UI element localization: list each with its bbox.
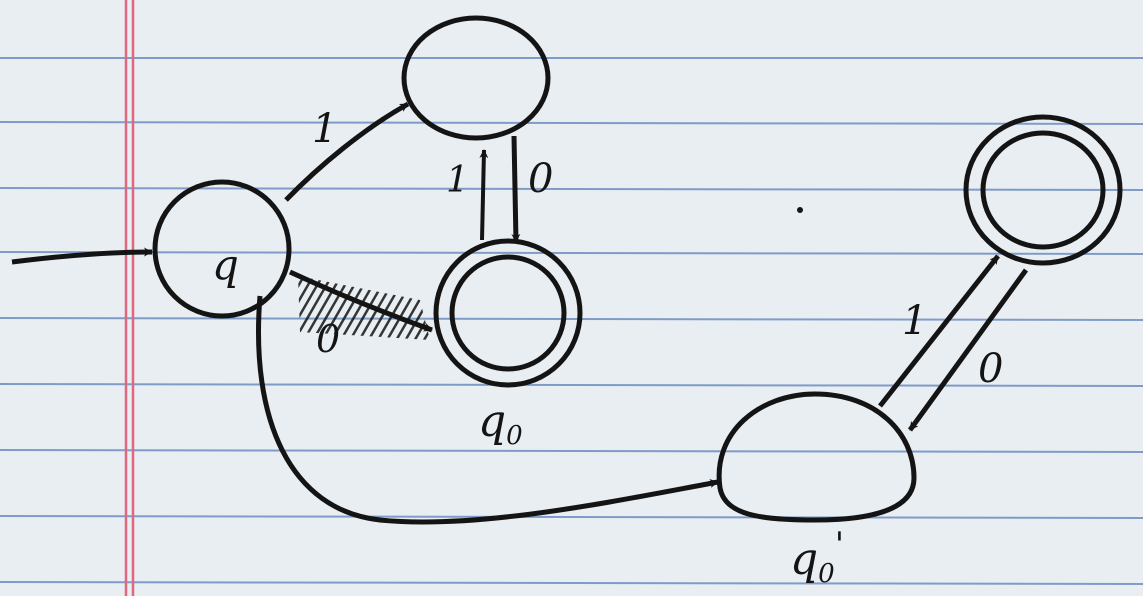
transition-label-0: 0	[528, 156, 553, 202]
state-q: q	[152, 179, 292, 319]
transition-q-to-top: 1	[284, 101, 410, 202]
state-q0-label: q0	[478, 396, 523, 451]
notebook-rules	[0, 57, 1143, 585]
transition-label-1-far: 1	[902, 298, 927, 344]
state-top	[401, 15, 551, 141]
transition-q0-to-top: 1	[446, 149, 489, 241]
transition-far-to-q0-prime: 0	[907, 268, 1029, 432]
stray-mark	[797, 207, 803, 213]
state-far-accepting	[963, 114, 1123, 266]
transition-q0-prime-to-far: 1	[878, 254, 1000, 408]
state-q0-prime-label: q0'	[790, 525, 844, 589]
transition-label-1: 1	[312, 106, 337, 152]
transition-label-1-return: 1	[446, 160, 469, 201]
transition-label-0-far: 0	[978, 346, 1003, 392]
state-q-label: q	[212, 240, 239, 289]
start-arrow	[11, 247, 153, 265]
struck-label-0: 0	[316, 317, 340, 361]
margin-line	[124, 0, 135, 596]
state-q0-prime: q0'	[716, 391, 917, 589]
state-q0: q0	[433, 238, 583, 451]
transition-top-to-q0: 0	[511, 135, 553, 243]
transition-q-to-q0-prime	[256, 295, 719, 525]
transition-q-to-q0-crossed-out: 0	[288, 269, 433, 361]
